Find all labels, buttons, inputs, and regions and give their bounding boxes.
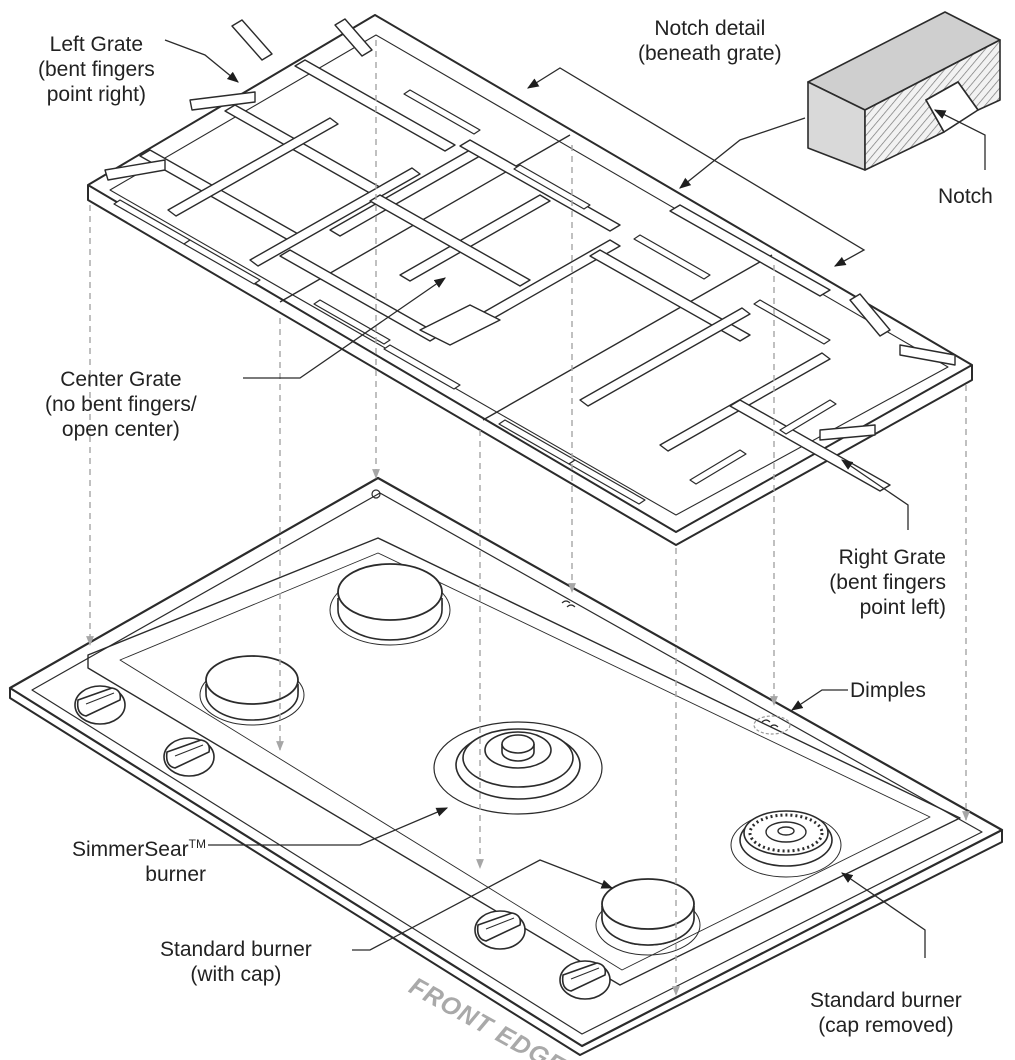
leader-left-grate — [164, 39, 239, 83]
label-center-grate: Center Grate (no bent fingers/ open cent… — [45, 368, 197, 441]
knob-1 — [74, 685, 126, 725]
simmersear-burner — [433, 721, 603, 815]
burner-rear-right-cap-removed — [730, 810, 842, 878]
leader-simmersear — [208, 807, 449, 846]
label-notch: Notch — [938, 185, 993, 208]
burner-rear-left — [329, 563, 451, 646]
label-left-grate: Left Grate (bent fingers point right) — [38, 33, 155, 106]
knob-3 — [474, 910, 526, 950]
leader-right-grate — [841, 459, 909, 530]
notch-detail-block — [807, 11, 1001, 171]
dimple-marks — [561, 600, 791, 735]
leader-center-grate — [243, 277, 446, 379]
leader-std-cap — [352, 859, 614, 951]
burners — [199, 563, 842, 956]
burner-front-right-capped — [595, 878, 701, 956]
dimension-bracket — [527, 67, 866, 267]
burner-left — [199, 655, 305, 726]
label-standard-burner-cap: Standard burner (with cap) — [160, 938, 312, 986]
leader-std-removed — [841, 872, 926, 958]
callout-leaders — [164, 39, 986, 958]
knob-4 — [559, 960, 611, 1000]
knob-2 — [163, 737, 215, 777]
label-right-grate: Right Grate (bent fingers point left) — [829, 546, 946, 619]
alignment-lines — [86, 40, 970, 996]
label-simmersear-burner: SimmerSearTM burner — [71, 837, 206, 886]
label-notch-detail: Notch detail (beneath grate) — [638, 17, 782, 65]
leader-dimples — [791, 689, 848, 711]
left-grate — [104, 18, 456, 267]
leader-notch — [933, 109, 986, 170]
control-knobs — [74, 685, 611, 1000]
label-standard-burner-removed: Standard burner (cap removed) — [810, 989, 962, 1037]
label-dimples: Dimples — [850, 679, 926, 702]
